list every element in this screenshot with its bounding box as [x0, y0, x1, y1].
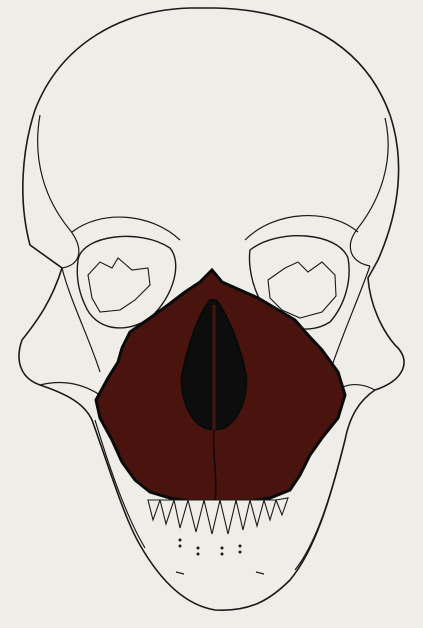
left-orbit-inner [88, 258, 150, 312]
left-zygomatic [40, 268, 100, 395]
left-temporal-line [38, 115, 79, 268]
brow-ridge [72, 216, 358, 240]
right-temporal-line [350, 118, 388, 266]
lower-teeth [179, 539, 242, 556]
chin-mark [176, 572, 264, 574]
upper-teeth [148, 498, 288, 534]
